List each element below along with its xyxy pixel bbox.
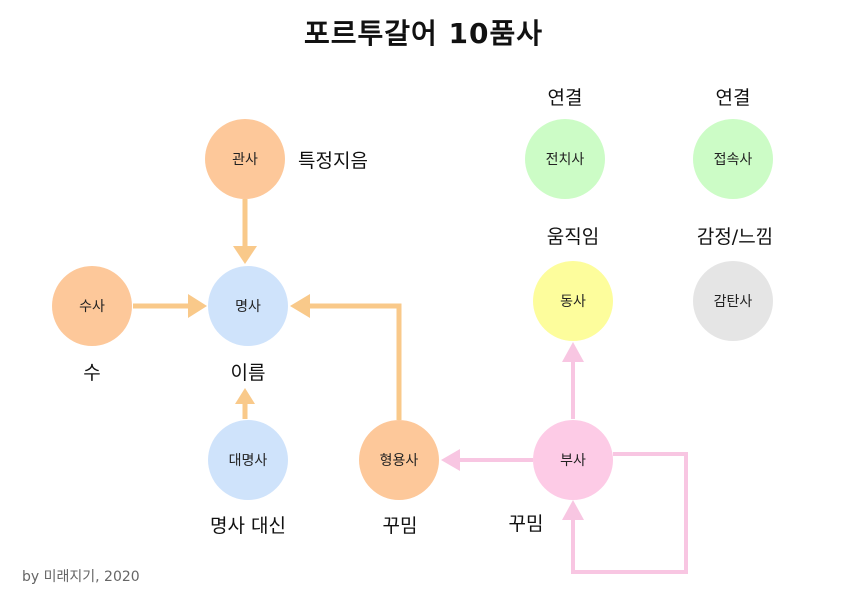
node-myeongsa: 명사	[208, 266, 288, 346]
node-gamtansa: 감탄사	[693, 261, 773, 341]
label-busa: 꾸밈	[508, 513, 544, 535]
label-dongsa: 움직임	[546, 226, 600, 248]
node-hyeongyongsa: 형용사	[359, 420, 439, 500]
node-jeonchisa: 전치사	[525, 119, 605, 199]
node-dongsa: 동사	[533, 261, 613, 341]
diagram-title: 포르투갈어 10품사	[303, 17, 544, 50]
arrow-daemyeongsa-to-myeongsa	[235, 388, 255, 419]
credit-text: by 미래지기, 2020	[22, 569, 140, 585]
label-gwansa: 특정지음	[298, 150, 368, 172]
node-daemyeongsa: 대명사	[208, 420, 288, 500]
arrow-busa-to-dongsa	[562, 342, 584, 419]
arrow-hyeongyongsa-to-myeongsa	[290, 294, 402, 420]
label-gamtansa: 감정/느낌	[696, 226, 774, 248]
label-jeopsoksa: 연결	[715, 87, 751, 109]
node-jeopsoksa: 접속사	[693, 119, 773, 199]
label-myeongsa: 이름	[230, 362, 266, 384]
arrow-gwansa-to-myeongsa	[233, 199, 257, 264]
label-hyeongyongsa: 꾸밈	[382, 515, 418, 537]
node-gwansa: 관사	[205, 119, 285, 199]
node-busa: 부사	[533, 420, 613, 500]
arrow-busa-self-loop	[562, 452, 688, 574]
node-susa: 수사	[52, 266, 132, 346]
label-daemyeongsa: 명사 대신	[210, 515, 286, 537]
label-susa: 수	[83, 362, 101, 384]
label-jeonchisa: 연결	[547, 87, 583, 109]
arrow-busa-to-hyeongyongsa	[441, 449, 533, 471]
arrow-susa-to-myeongsa	[133, 294, 207, 318]
